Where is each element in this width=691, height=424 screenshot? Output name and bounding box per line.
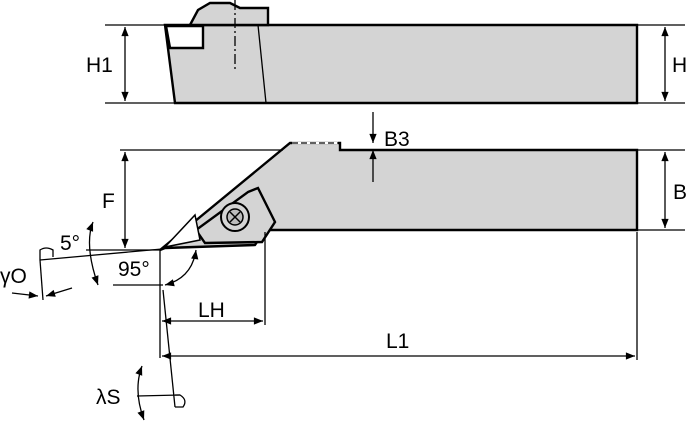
- 95-degree-label: 95°: [118, 258, 150, 281]
- insert-head: [188, 1, 270, 27]
- 5-degree-label: 5°: [60, 232, 80, 255]
- top-view: B3 F B 5° γO 95° LH L1: [0, 112, 687, 421]
- 95-degree-arc: [164, 249, 199, 287]
- lambda-s-label: λS: [96, 386, 121, 409]
- l1-label: L1: [386, 330, 409, 353]
- head-edge: [257, 24, 267, 104]
- gamma-o-label: γO: [0, 265, 27, 288]
- h1-label: H1: [86, 54, 113, 77]
- side-view: H1 H: [86, 0, 687, 105]
- insert-tip: [162, 213, 201, 249]
- b3-label: B3: [384, 128, 410, 151]
- clamp-recess: [164, 24, 205, 50]
- lambda-s-arc: [135, 365, 145, 421]
- h-label: H: [672, 54, 687, 77]
- f-label: F: [102, 190, 115, 213]
- 5-degree-arc: [86, 221, 99, 286]
- side-view-body: [163, 23, 639, 105]
- lh-label: LH: [198, 299, 225, 322]
- b-label: B: [673, 181, 687, 204]
